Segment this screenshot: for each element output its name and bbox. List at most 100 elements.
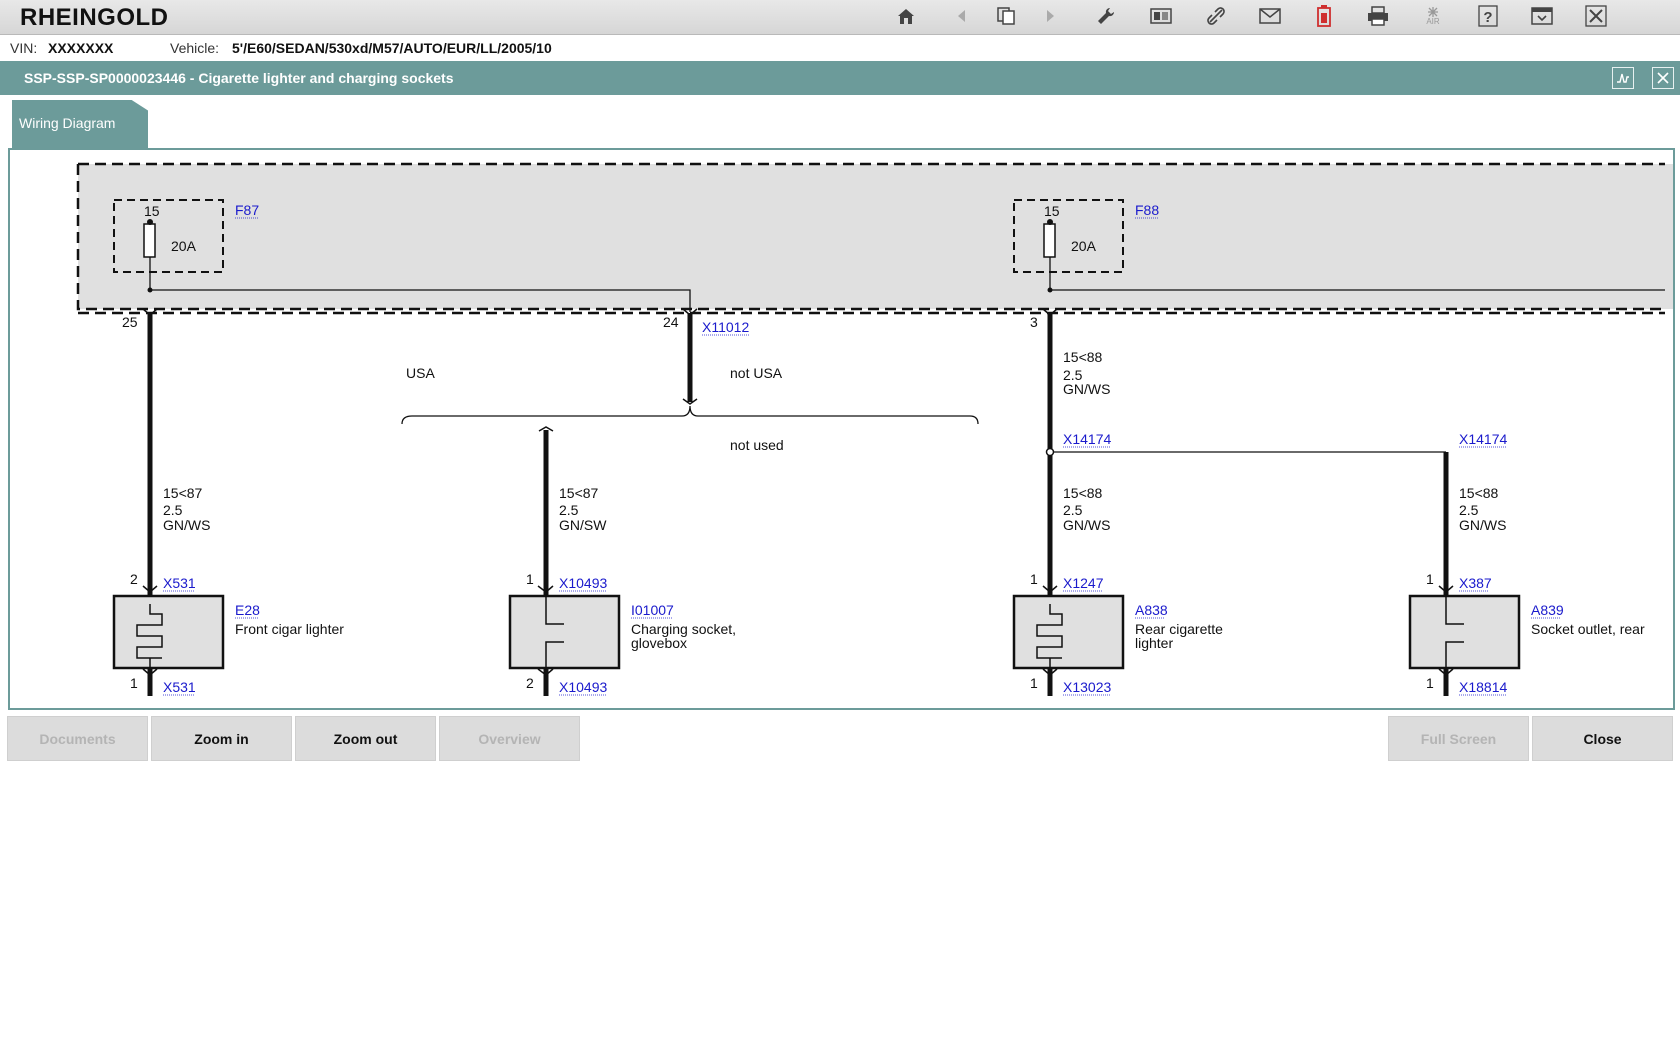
wiring-diagram-canvas: 15 F87 20A 15 F88 20A 25 24 X11012 3	[76, 162, 1673, 696]
home-icon[interactable]	[892, 2, 920, 30]
wire-circuit-label: 15<87	[163, 485, 203, 501]
fuse-f87-symbol	[143, 223, 156, 258]
connector-x531-link[interactable]: X531	[163, 575, 196, 591]
variant-not-used-label: not used	[730, 437, 784, 453]
connector-x387-link[interactable]: X387	[1459, 575, 1492, 591]
wire-circuit-label: 15<88	[1459, 485, 1499, 501]
wire-color-label: GN/WS	[1063, 381, 1110, 397]
pin-label: 2	[130, 571, 138, 587]
component-a839-name: Socket outlet, rear	[1531, 621, 1645, 637]
fuse-f88-box	[1013, 199, 1124, 273]
document-title: SSP-SSP-SP0000023446 - Cigarette lighter…	[24, 70, 454, 86]
pin-label: 25	[122, 314, 138, 330]
fuse-f87-link[interactable]: F87	[235, 202, 259, 218]
component-a839-link[interactable]: A839	[1531, 602, 1564, 618]
air-icon[interactable]: AIR	[1419, 2, 1447, 30]
component-a838-link[interactable]: A838	[1135, 602, 1168, 618]
vin-label: VIN:	[10, 40, 38, 56]
fuse-f88-dot	[1047, 219, 1053, 225]
fuse-f88-link[interactable]: F88	[1135, 202, 1159, 218]
vehicle-label: Vehicle:	[170, 40, 220, 56]
wire-size-label: 2.5	[1063, 502, 1083, 518]
wire-size-label: 2.5	[559, 502, 579, 518]
help-icon[interactable]: ?	[1474, 2, 1502, 30]
wire-size-label: 2.5	[1459, 502, 1479, 518]
component-i01007-name-line2: glovebox	[631, 635, 687, 651]
internal-wire-f87	[149, 257, 691, 312]
wire-size-label: 2.5	[1063, 367, 1083, 383]
connector-x531-link[interactable]: X531	[163, 679, 196, 695]
zoom-in-button[interactable]: Zoom in	[151, 716, 292, 761]
tab-wiring-diagram-label: Wiring Diagram	[19, 115, 116, 131]
document-close-icon[interactable]	[1652, 67, 1674, 89]
pin-label: 1	[130, 675, 138, 691]
wire-color-label: GN/WS	[163, 517, 210, 533]
fuse-f87-pin: 15	[144, 203, 160, 219]
wire-color-label: GN/SW	[559, 517, 607, 533]
component-i01007	[508, 594, 621, 670]
pin-label: 3	[1030, 314, 1038, 330]
link-icon[interactable]	[1202, 2, 1230, 30]
fuse-f88-symbol	[1043, 223, 1056, 258]
component-i01007-name: Charging socket,	[631, 621, 736, 637]
pin-label: 24	[663, 314, 679, 330]
connector-x11012-link[interactable]: X11012	[702, 319, 749, 335]
connector-x10493-link[interactable]: X10493	[559, 679, 607, 695]
component-a838-name-line2: lighter	[1135, 635, 1173, 651]
mail-icon[interactable]	[1256, 2, 1284, 30]
print-icon[interactable]	[1364, 2, 1392, 30]
copy-icon[interactable]	[992, 2, 1020, 30]
vehicle-value: 5'/E60/SEDAN/530xd/M57/AUTO/EUR/LL/2005/…	[232, 40, 552, 56]
component-i01007-link[interactable]: I01007	[631, 602, 674, 618]
tab-wiring-diagram[interactable]: Wiring Diagram	[12, 100, 148, 148]
wire-color-label: GN/WS	[1063, 517, 1110, 533]
wrench-icon[interactable]	[1092, 2, 1120, 30]
splice-x14174-link[interactable]: X14174	[1063, 431, 1111, 447]
app-title: RHEINGOLD	[20, 4, 169, 31]
minimize-icon[interactable]	[1528, 2, 1556, 30]
overview-button[interactable]: Overview	[439, 716, 580, 761]
connector-markers	[142, 308, 1454, 676]
junction-dot	[1047, 287, 1053, 293]
splice-x14174-link[interactable]: X14174	[1459, 431, 1507, 447]
documents-button[interactable]: Documents	[7, 716, 148, 761]
wire-circuit-label: 15<87	[559, 485, 599, 501]
link-underlines	[163, 217, 1561, 696]
pin-label: 2	[526, 675, 534, 691]
wire-color-label: GN/WS	[1459, 517, 1506, 533]
pin-label: 1	[1030, 675, 1038, 691]
wiring-diagram: 15 F87 20A 15 F88 20A 25 24 X11012 3	[8, 148, 1675, 710]
back-icon[interactable]	[948, 2, 976, 30]
component-a839	[1408, 594, 1521, 670]
vin-value: XXXXXXX	[48, 40, 114, 56]
connector-x18814-link[interactable]: X18814	[1459, 679, 1507, 695]
forward-icon[interactable]	[1036, 2, 1064, 30]
zoom-out-button[interactable]: Zoom out	[295, 716, 436, 761]
variant-brace	[401, 405, 979, 425]
vehicle-info-row: VIN: XXXXXXX Vehicle: 5'/E60/SEDAN/530xd…	[0, 36, 1680, 60]
close-icon[interactable]	[1582, 2, 1610, 30]
battery-icon[interactable]	[1310, 2, 1338, 30]
service-functions-icon[interactable]	[1147, 2, 1175, 30]
wire-circuit-label: 15<88	[1063, 485, 1103, 501]
fuse-f88-pin: 15	[1044, 203, 1060, 219]
splice-dot	[1045, 447, 1055, 457]
wire-circuit-label: 15<88	[1063, 349, 1103, 365]
signal-icon[interactable]	[1612, 67, 1634, 89]
connector-x1247-link[interactable]: X1247	[1063, 575, 1104, 591]
component-e28	[112, 594, 225, 670]
connector-x13023-link[interactable]: X13023	[1063, 679, 1111, 695]
fuse-f87-rating: 20A	[171, 238, 197, 254]
pin-label: 1	[526, 571, 534, 587]
full-screen-button[interactable]: Full Screen	[1388, 716, 1529, 761]
close-button[interactable]: Close	[1532, 716, 1673, 761]
component-e28-link[interactable]: E28	[235, 602, 260, 618]
pin-label: 1	[1426, 571, 1434, 587]
junction-dot	[147, 287, 153, 293]
wire-size-label: 2.5	[163, 502, 183, 518]
svg-text:?: ?	[1483, 9, 1492, 26]
connector-x10493-link[interactable]: X10493	[559, 575, 607, 591]
variant-not-usa-label: not USA	[730, 365, 783, 381]
fuse-f87-dot	[147, 219, 153, 225]
fuse-f87-box	[113, 199, 224, 273]
